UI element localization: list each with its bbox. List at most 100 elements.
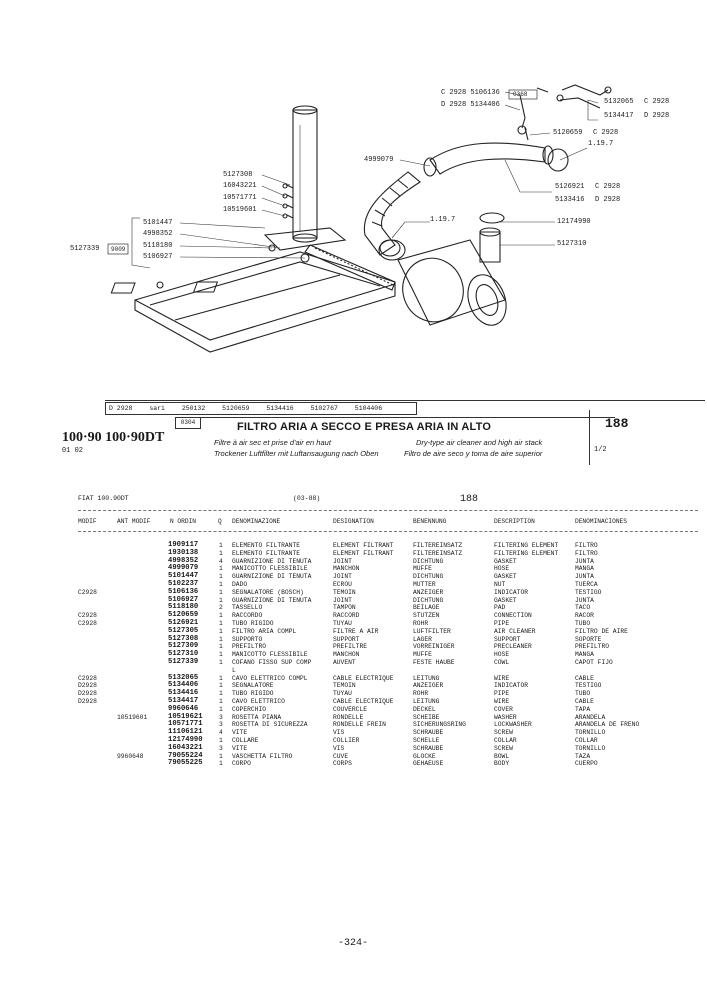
cell-part: 79055225 [168,759,203,768]
cell-part: 1930138 [168,548,199,557]
strip-item: 250132 [181,405,206,412]
cell-en: AIR CLEANER [494,627,536,635]
cell-fr: JOINT [333,573,352,581]
supersession-strip: D 2928 sari 250132 5120659 5134416 51027… [105,402,417,415]
col-q: Q [218,518,222,525]
cell-es: SOPORTE [575,635,602,643]
cell-de: SCHELLE [413,736,440,744]
cell-en: HOSE [494,651,510,659]
cell-fr: ELEMENT FILTRANT [333,549,394,557]
cell-de: ANZEIGER [413,682,444,690]
cell-de: SCHEIBE [413,713,440,721]
cowl-panel [134,251,396,353]
cell-en: PAD [494,604,506,612]
callout-5126921: 5126921 [555,183,585,191]
cell-es: JUNTA [575,573,594,581]
cell-q: 1 [219,580,223,588]
callout-5120659-code: C 2928 [593,129,619,137]
cell-part: 10519621 [168,712,203,721]
callout-5133416: 5133416 [555,196,585,204]
cell-en: HOSE [494,565,510,573]
cell-it: SUPPORTO [232,635,263,643]
cell-en: WIRE [494,697,510,705]
cell-de: SCHRAUBE [413,729,444,737]
cell-en: COLLAR [494,736,517,744]
cell-es: COLLAR [575,736,598,744]
cell-q: 4 [219,729,223,737]
col-benennung: BENENNUNG [413,518,447,525]
cell-de: BEILAGE [413,604,440,612]
cell-it: VASCHETTA FILTRO [232,752,293,760]
cell-en: BODY [494,760,510,768]
cell-it: GUARNIZIONE DI TENUTA [232,573,312,581]
cell-en: PRECLEANER [494,643,532,651]
title-spanish: Filtro de aire seco y toma de aire super… [404,449,543,458]
group-code: 0304 [175,417,201,429]
cell-de: MUFFE [413,651,432,659]
cell-fr: TUYAU [333,690,352,698]
callout-5126921-code: C 2928 [595,183,621,191]
cell-de: LUFTFILTER [413,627,451,635]
cell-it: TASSELLO [232,604,263,612]
strip-item: 5102767 [310,405,338,412]
cell-es: JUNTA [575,557,594,565]
page-footer: -324- [338,938,369,949]
cell-es: JUNTA [575,596,594,604]
cell-q: 1 [219,643,223,651]
cell-modif: C2928 [78,619,97,627]
callout-16043221: 16043221 [223,182,257,190]
cell-en: WIRE [494,674,510,682]
cell-part: 5102237 [168,579,199,588]
cell-it: CAVO ELETTRICO COMPL [232,674,308,682]
cell-q: 1 [219,690,223,698]
cell-part: 5118180 [168,603,199,612]
col-description: DESCRIPTION [494,518,535,525]
cell-q: 3 [219,721,223,729]
cell-it: MANICOTTO FLESSIBILE [232,651,308,659]
cell-es: TORNILLO [575,744,606,752]
cell-it: RACCORDO [232,612,263,620]
cell-q: 1 [219,760,223,768]
strip-item: sari [149,405,165,412]
cell-part: 5134416 [168,689,199,698]
cell-es: CABLE [575,674,594,682]
cell-q: 3 [219,713,223,721]
cell-es: MANGA [575,651,594,659]
cell-fr: JOINT [333,557,352,565]
callout-5127339: 5127339 [70,245,100,253]
cell-it: COFANO FISSO SUP COMP [232,658,312,666]
col-n-ordin: N ORDIN [170,518,196,525]
cell-it: SEGNALATORE [232,682,274,690]
cell-fr: JOINT [333,596,352,604]
cell-fr: SUPPORT [333,635,360,643]
title-english: Dry-type air cleaner and high air stack [416,438,543,447]
cell-fr: COUVERCLE [333,705,368,713]
cell-es: FILTRO [575,542,598,549]
cell-it: ROSETTA PIANA [232,713,282,721]
cell-de: MUTTER [413,580,436,588]
cell-es: ARANDELA [575,713,606,721]
col-denominaciones: DENOMINACIONES [575,518,627,525]
cell-part: 5134406 [168,681,199,690]
cell-en: GASKET [494,573,517,581]
cell-part: 4998352 [168,556,199,565]
cell-de: DICHTUNG [413,596,444,604]
cell-part: 5106927 [168,595,199,604]
cell-part: 5106136 [168,587,199,596]
cell-it: L [232,666,236,674]
cell-es: FILTRO DE AIRE [575,627,628,635]
strip-item: 5134416 [266,405,294,412]
cell-q: 3 [219,744,223,752]
cell-q: 1 [219,573,223,581]
callout-5134417: 5134417 [604,112,634,120]
